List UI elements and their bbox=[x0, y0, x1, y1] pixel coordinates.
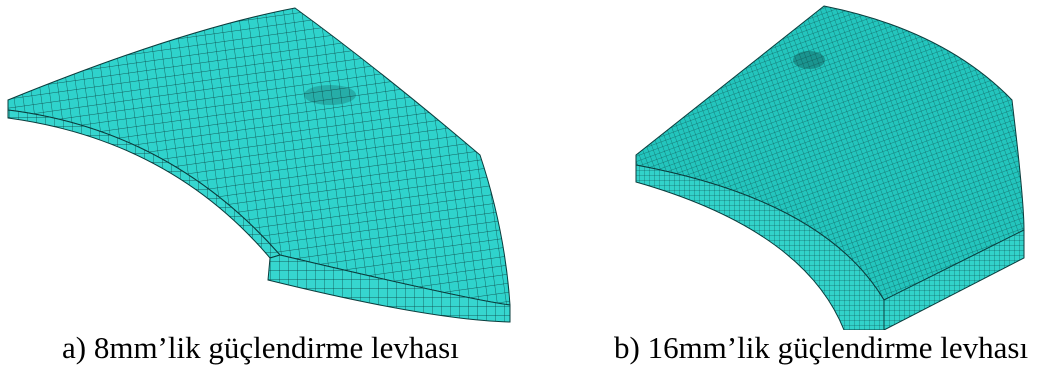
mesh-plate-16mm bbox=[635, 5, 1025, 330]
mesh-plate-8mm bbox=[7, 7, 511, 323]
plate-side-face bbox=[883, 229, 1025, 330]
plate-end-face bbox=[267, 254, 511, 323]
refined-mesh-spot bbox=[793, 51, 825, 69]
caption-b: b) 16mm’lik güçlendirme levhası bbox=[614, 330, 1029, 365]
panel-a: a) 8mm’lik güçlendirme levhası bbox=[7, 7, 511, 365]
caption-a: a) 8mm’lik güçlendirme levhası bbox=[62, 330, 459, 365]
refined-mesh-spot bbox=[304, 85, 356, 105]
panel-b: b) 16mm’lik güçlendirme levhası bbox=[524, 0, 1048, 382]
plate-top-surface bbox=[7, 7, 511, 306]
